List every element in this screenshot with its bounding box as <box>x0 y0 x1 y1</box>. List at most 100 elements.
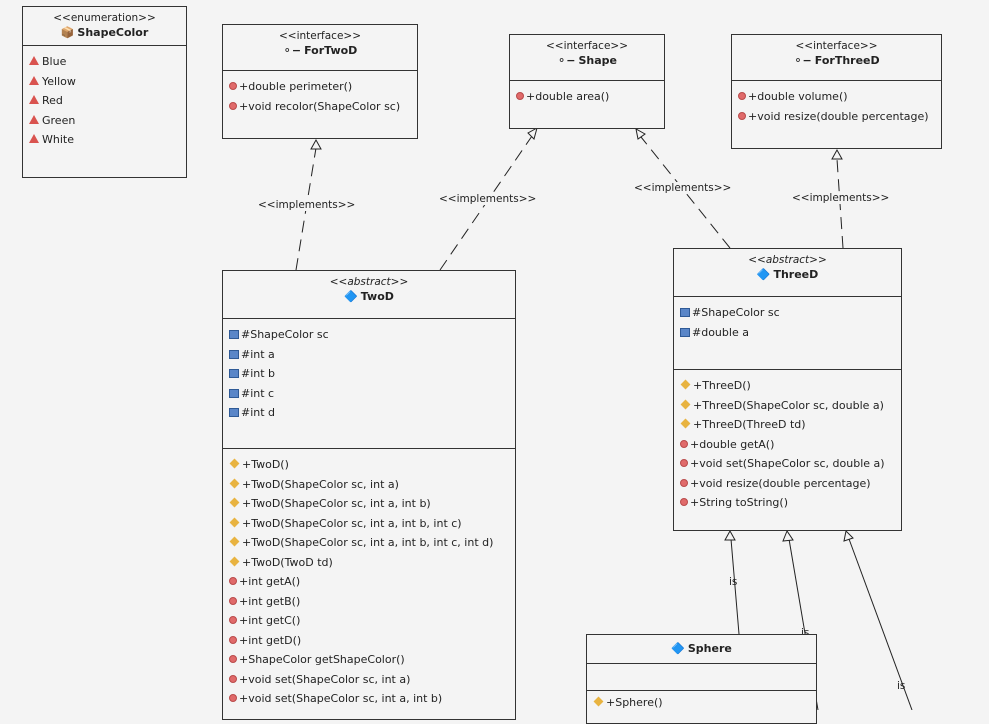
public-method-icon <box>738 92 746 100</box>
abstract-class-icon: 🔷 <box>756 268 771 281</box>
edge-threed-shape <box>640 136 731 249</box>
protected-field-icon <box>229 388 239 398</box>
constructor-icon <box>229 556 240 566</box>
constructor-icon <box>680 418 691 429</box>
fortwod-interface-box[interactable]: <<interface>> ⚬−ForTwoD +double perimete… <box>222 24 418 139</box>
enum-value: Yellow <box>29 72 186 92</box>
field-row: #int b <box>229 364 515 384</box>
constructor-row: +TwoD(ShapeColor sc, int a, int b) <box>229 494 515 514</box>
public-method-icon <box>229 596 237 605</box>
public-method-icon <box>516 92 524 100</box>
class-name: Shape <box>578 54 617 67</box>
edge-label-is-1: is <box>729 576 738 588</box>
edge-label-implements-shape-right: <<implements>> <box>634 182 732 194</box>
field-row: #ShapeColor sc <box>680 303 901 323</box>
edge-sphere-threed <box>730 538 740 635</box>
stereotype-label: <<interface>> <box>278 30 362 42</box>
stereotype-label: <<enumeration>> <box>53 12 156 24</box>
interface-icon: ⚬− <box>793 54 812 67</box>
enum-value: Green <box>29 111 186 131</box>
public-method-icon <box>229 674 237 683</box>
constructor-icon <box>229 478 240 488</box>
class-name: Sphere <box>687 642 732 655</box>
constructor-row: +TwoD() <box>229 455 515 475</box>
sphere-class-box[interactable]: 🔷Sphere +Sphere() <box>586 634 817 724</box>
twod-class-box[interactable]: <<abstract>> 🔷TwoD #ShapeColor sc #int a… <box>222 270 516 720</box>
public-method-icon <box>229 82 237 90</box>
method-row: +double perimeter() <box>229 77 417 97</box>
edge-label-is-3: is <box>897 680 906 692</box>
method-row: +void recolor(ShapeColor sc) <box>229 97 417 117</box>
stereotype-label: <<interface>> <box>795 40 878 52</box>
method-row: +void resize(double percentage) <box>680 474 901 494</box>
enum-value: Red <box>29 91 186 111</box>
enum-value: Blue <box>29 52 186 72</box>
constructor-row: +TwoD(TwoD td) <box>229 553 515 573</box>
arrowhead-fortwod <box>310 138 322 150</box>
stereotype-label: <<abstract>> <box>329 276 409 288</box>
threed-class-box[interactable]: <<abstract>> 🔷ThreeD #ShapeColor sc #dou… <box>673 248 902 531</box>
constructor-row: +ThreeD(ShapeColor sc, double a) <box>680 396 901 416</box>
method-row: +double volume() <box>738 87 941 107</box>
class-name: ThreeD <box>773 268 819 281</box>
protected-field-icon <box>229 330 239 339</box>
constructor-icon <box>680 379 691 390</box>
protected-field-icon <box>229 408 239 417</box>
constructor-icon <box>229 497 240 508</box>
constructor-icon <box>229 517 240 527</box>
public-method-icon <box>229 616 237 624</box>
public-method-icon <box>229 655 237 663</box>
abstract-class-icon: 🔷 <box>344 290 358 303</box>
method-section: +double perimeter() +void recolor(ShapeC… <box>223 70 417 120</box>
class-name: ForTwoD <box>304 44 358 57</box>
interface-icon: ⚬− <box>557 54 576 67</box>
arrowhead-shape-right <box>635 128 646 140</box>
constructor-row: +ThreeD(ThreeD td) <box>680 415 901 435</box>
protected-field-icon <box>229 369 239 378</box>
edge-label-implements-forthreed: <<implements>> <box>792 192 890 204</box>
constructor-row: +ThreeD() <box>680 376 901 396</box>
method-row: +void set(ShapeColor sc, double a) <box>680 454 901 474</box>
enum-values: Blue Yellow Red Green White <box>23 45 186 154</box>
edge-label-implements-shape-left: <<implements>> <box>439 193 537 205</box>
class-name: ForThreeD <box>814 54 880 67</box>
edge-sub3-threed <box>848 538 913 710</box>
field-row: #double a <box>680 323 901 343</box>
enum-constant-icon <box>29 75 39 85</box>
enum-constant-icon <box>29 134 39 143</box>
method-section: +TwoD() +TwoD(ShapeColor sc, int a) +Two… <box>223 448 515 713</box>
stereotype-label: <<abstract>> <box>748 254 827 266</box>
method-row: +void set(ShapeColor sc, int a) <box>229 670 515 690</box>
constructor-icon <box>229 458 240 469</box>
field-row: #int c <box>229 384 515 404</box>
method-row: +double area() <box>516 87 664 107</box>
field-row: #int d <box>229 403 515 423</box>
stereotype-label: <<interface>> <box>545 40 629 52</box>
arrowhead-shape-left <box>527 126 538 140</box>
public-method-icon <box>680 459 688 467</box>
public-method-icon <box>680 478 688 487</box>
field-section: #ShapeColor sc #double a <box>674 296 901 369</box>
method-section: +Sphere() <box>587 690 816 717</box>
enum-value: White <box>29 130 186 150</box>
method-section: +ThreeD() +ThreeD(ShapeColor sc, double … <box>674 369 901 517</box>
arrowhead-threed-2 <box>782 529 794 542</box>
method-row: +double getA() <box>680 435 901 455</box>
class-name: ShapeColor <box>77 26 149 39</box>
field-row: #int a <box>229 345 515 365</box>
enum-constant-icon <box>29 56 39 65</box>
method-section: +double area() <box>510 80 664 111</box>
shapecolor-enum-box[interactable]: <<enumeration>> 📦ShapeColor Blue Yellow … <box>22 6 187 178</box>
constructor-icon <box>680 399 691 409</box>
method-row: +int getC() <box>229 611 515 631</box>
method-row: +ShapeColor getShapeColor() <box>229 650 515 670</box>
field-section <box>587 663 816 690</box>
enum-constant-icon <box>29 95 39 104</box>
class-icon: 🔷 <box>671 642 685 655</box>
method-row: +void set(ShapeColor sc, int a, int b) <box>229 689 515 709</box>
edge-label-is-2: is <box>801 627 810 639</box>
shape-interface-box[interactable]: <<interface>> ⚬−Shape +double area() <box>509 34 665 129</box>
forthreed-interface-box[interactable]: <<interface>> ⚬−ForThreeD +double volume… <box>731 34 942 149</box>
constructor-row: +Sphere() <box>593 693 816 713</box>
constructor-row: +TwoD(ShapeColor sc, int a, int b, int c… <box>229 514 515 534</box>
